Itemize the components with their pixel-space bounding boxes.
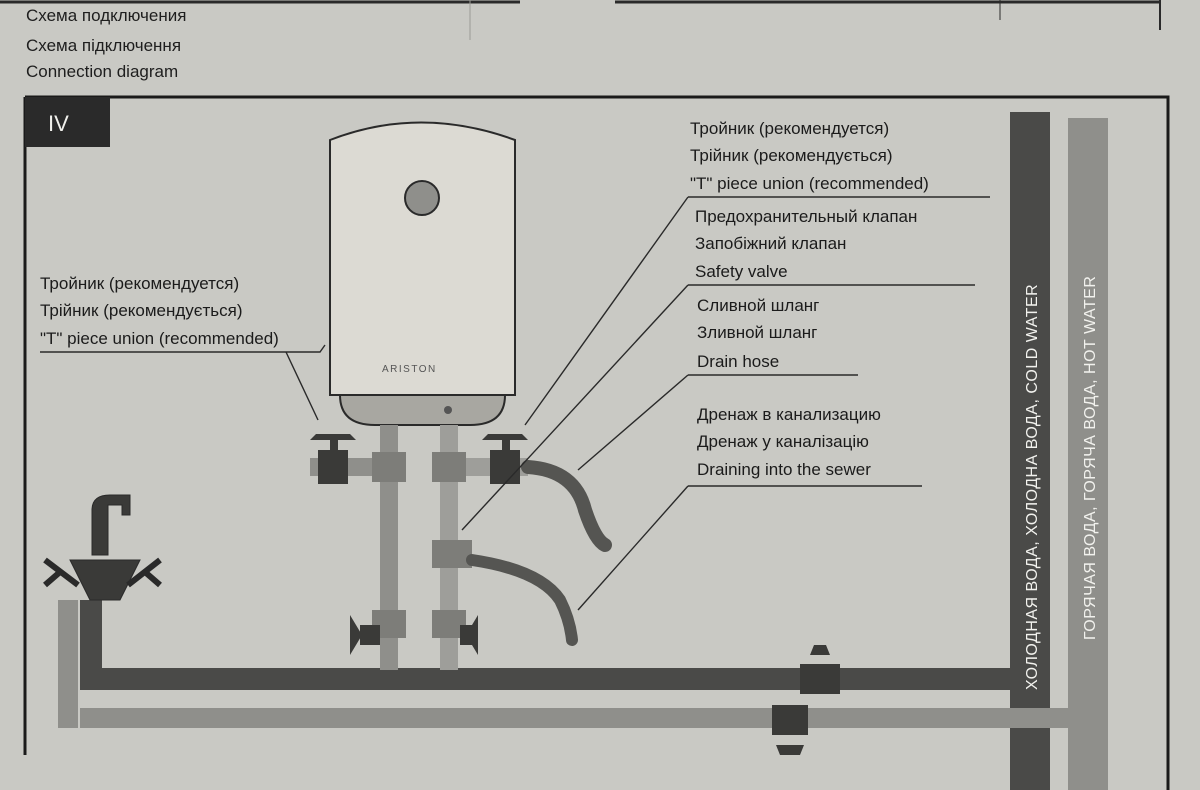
- svg-text:Drain hose: Drain hose: [697, 352, 779, 371]
- bottom-left-valve: [350, 615, 380, 655]
- drain-hose: [521, 460, 612, 552]
- svg-text:Зливной шланг: Зливной шланг: [697, 323, 817, 342]
- title-en: Connection diagram: [26, 62, 179, 81]
- hot-line-valve: [772, 705, 808, 755]
- svg-text:Safety valve: Safety valve: [695, 262, 788, 281]
- label-drain-hose: Сливной шланг Зливной шланг Drain hose: [697, 296, 819, 371]
- cold-main-pipe: [80, 600, 1015, 690]
- svg-text:Трійник (рекомендується): Трійник (рекомендується): [40, 301, 243, 320]
- svg-text:Draining into the sewer: Draining into the sewer: [697, 460, 871, 479]
- title-ru: Схема подключения: [26, 6, 187, 25]
- svg-text:"T" piece union (recommended): "T" piece union (recommended): [690, 174, 929, 193]
- svg-text:Сливной шланг: Сливной шланг: [697, 296, 819, 315]
- top-table-fragment: [0, 0, 1161, 40]
- section-badge-label: IV: [48, 111, 69, 136]
- svg-text:Тройник (рекомендуется): Тройник (рекомендуется): [40, 274, 239, 293]
- left-tee-valve: [310, 434, 356, 484]
- label-tee-right: Тройник (рекомендуется) Трійник (рекомен…: [690, 119, 929, 193]
- bottom-right-valve: [460, 615, 478, 655]
- diagram-frame: [23, 95, 1170, 790]
- svg-text:Тройник (рекомендуется): Тройник (рекомендуется): [690, 119, 889, 138]
- hot-water-label: ГОРЯЧАЯ ВОДА, ГОРЯЧА ВОДА, HOT WATER: [1082, 276, 1099, 640]
- section-badge: [25, 97, 110, 147]
- svg-text:Дренаж у каналізацію: Дренаж у каналізацію: [697, 432, 869, 451]
- label-safety-valve: Предохранительный клапан Запобіжний клап…: [695, 207, 917, 281]
- svg-text:Дренаж в канализацию: Дренаж в канализацию: [697, 405, 881, 424]
- label-tee-left: Тройник (рекомендуется) Трійник (рекомен…: [40, 274, 279, 348]
- cold-water-riser: [1010, 112, 1050, 790]
- leader-lines: [40, 196, 990, 611]
- thermostat-knob: [404, 180, 440, 216]
- brand-logo: ARISTON: [382, 364, 437, 375]
- hot-water-riser: [1068, 118, 1108, 790]
- svg-text:Запобіжний клапан: Запобіжний клапан: [695, 234, 846, 253]
- cold-line-valve: [800, 645, 840, 694]
- mixer-faucet: [43, 494, 162, 601]
- label-draining: Дренаж в канализацию Дренаж у каналізаці…: [697, 405, 881, 479]
- svg-text:Предохранительный клапан: Предохранительный клапан: [695, 207, 917, 226]
- hot-main-pipe: [58, 600, 1075, 728]
- water-heater: ARISTON: [329, 121, 516, 426]
- right-tee-valve: [482, 434, 528, 484]
- cold-water-label: ХОЛОДНАЯ ВОДА, ХОЛОДНА ВОДА, COLD WATER: [1024, 284, 1041, 690]
- svg-text:"T" piece union (recommended): "T" piece union (recommended): [40, 329, 279, 348]
- svg-text:Трійник (рекомендується): Трійник (рекомендується): [690, 146, 893, 165]
- sewer-drain-hose: [466, 554, 578, 646]
- title-ua: Схема підключення: [26, 36, 182, 55]
